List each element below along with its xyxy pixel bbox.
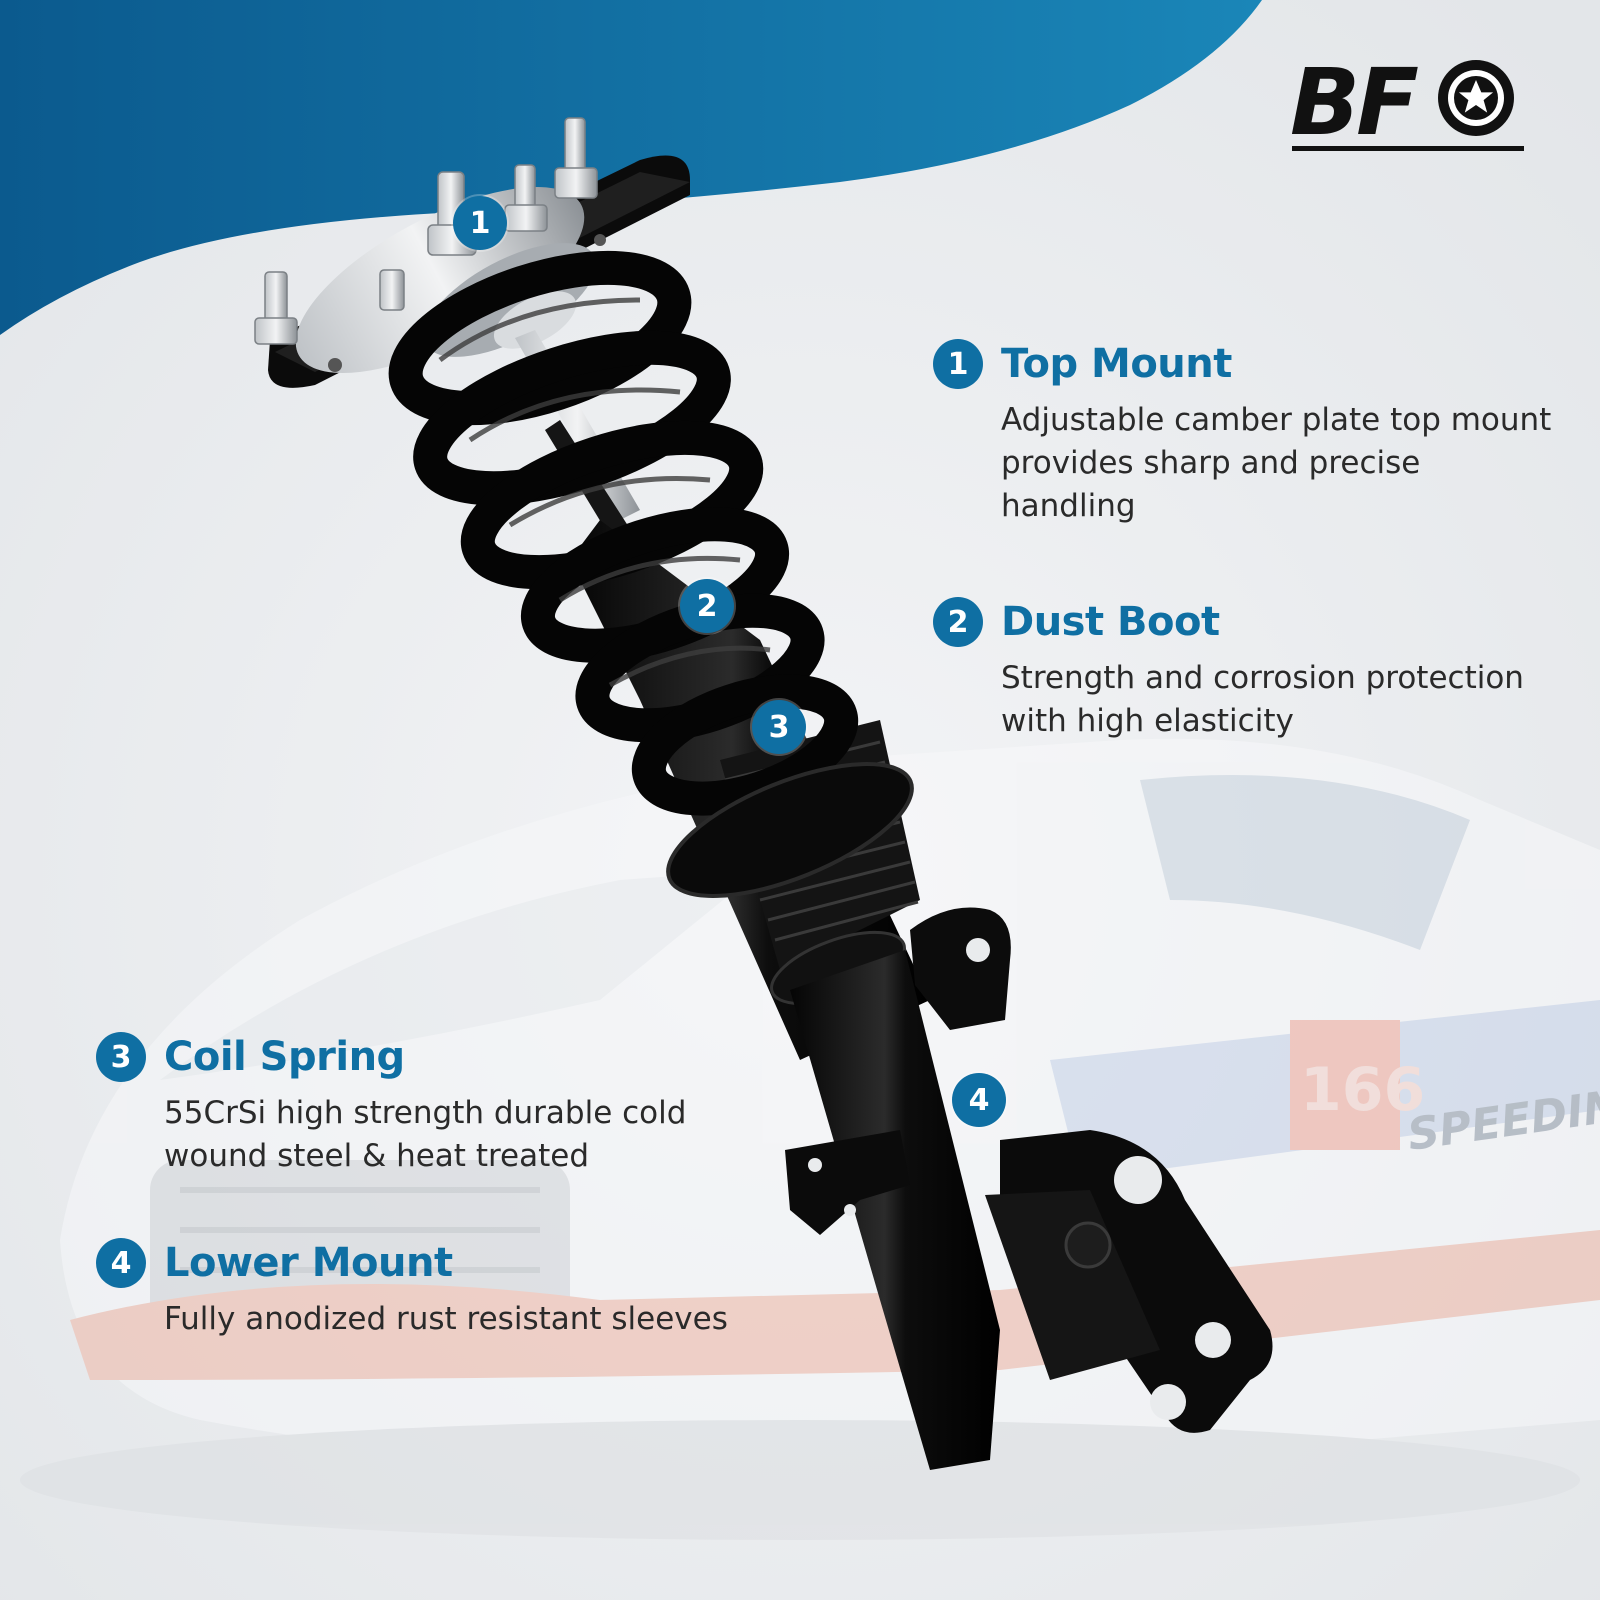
feature-description: Adjustable camber plate top mount provid…	[1001, 402, 1552, 524]
callout-badge-dust-boot: 2	[680, 579, 734, 633]
sway-bar-bracket	[910, 907, 1011, 1030]
feature-number-badge: 4	[96, 1238, 146, 1288]
logo-underline	[1292, 146, 1524, 151]
strut-body	[790, 950, 1000, 1470]
feature-description: Strength and corrosion protection with h…	[1001, 660, 1524, 739]
feature-number-badge: 1	[933, 339, 983, 389]
feature-top-mount: 1 Top Mount Adjustable camber plate top …	[933, 339, 1553, 528]
bfo-logo: BF	[1290, 52, 1524, 156]
star-wheel-icon	[1438, 60, 1514, 136]
callout-badge-top-mount: 1	[453, 196, 507, 250]
callout-badge-coil-spring: 3	[752, 700, 806, 754]
feature-coil-spring: 3 Coil Spring 55CrSi high strength durab…	[96, 1032, 736, 1178]
feature-description: 55CrSi high strength durable cold wound …	[164, 1095, 687, 1174]
feature-description: Fully anodized rust resistant sleeves	[164, 1301, 728, 1337]
feature-lower-mount: 4 Lower Mount Fully anodized rust resist…	[96, 1238, 736, 1341]
callout-badge-lower-mount: 4	[952, 1073, 1006, 1127]
spring-seat	[666, 762, 914, 898]
feature-number-badge: 2	[933, 597, 983, 647]
feature-dust-boot: 2 Dust Boot Strength and corrosion prote…	[933, 597, 1573, 743]
feature-title: Lower Mount	[164, 1240, 453, 1286]
logo-text: BF	[1290, 52, 1418, 156]
feature-title: Coil Spring	[164, 1034, 405, 1080]
feature-number-badge: 3	[96, 1032, 146, 1082]
feature-title: Top Mount	[1001, 341, 1232, 387]
feature-title: Dust Boot	[1001, 599, 1220, 645]
svg-text:166: 166	[1300, 1055, 1425, 1125]
